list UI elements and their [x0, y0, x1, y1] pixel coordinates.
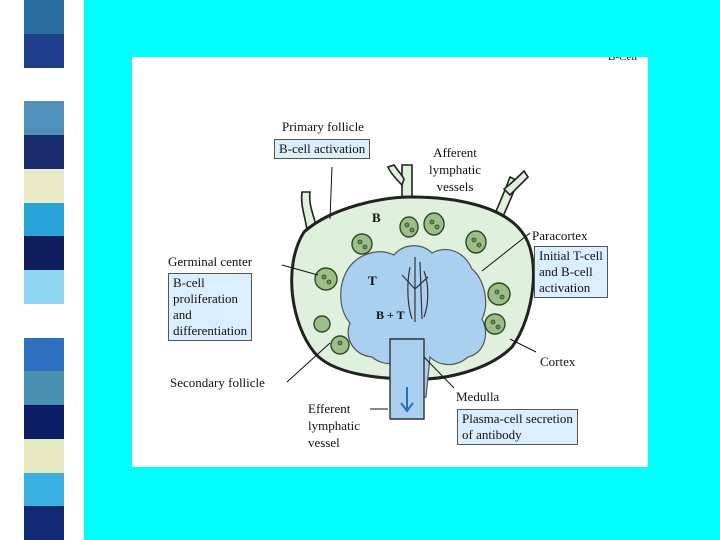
efferent-line: Efferent [308, 401, 351, 416]
follicle [423, 212, 445, 236]
paracortex-box-line: and B-cell [539, 264, 593, 279]
strip-block [24, 303, 64, 338]
paracortex-box-line: Initial T-cell [539, 248, 603, 263]
afferent-line: vessels [436, 179, 474, 194]
medulla-title: Medulla [456, 389, 500, 404]
paracortex-region [340, 245, 487, 400]
secondary-follicle-label: Secondary follicle [170, 375, 265, 390]
lymph-node-figure: B-Cell B T B + T Primary follicle B-cell… [132, 57, 648, 467]
strip-block [24, 67, 64, 102]
efferent-label: Efferent lymphatic vessel [308, 400, 360, 451]
leader-lines [281, 166, 537, 410]
germinal-center-box-line: and [173, 307, 192, 322]
strip-block [24, 101, 64, 136]
medulla-box-line: of antibody [462, 427, 522, 442]
follicle [465, 230, 487, 254]
region-label-bt: B + T [376, 308, 405, 322]
germinal-center-box-line: B-cell [173, 275, 205, 290]
follicle [484, 313, 506, 335]
follicle [399, 216, 419, 238]
follicle [487, 282, 511, 306]
strip-block [24, 135, 64, 169]
strip-block [24, 236, 64, 271]
strip-block [24, 168, 64, 203]
follicle [351, 233, 373, 255]
region-label-t: T [368, 273, 377, 288]
strip-block [24, 33, 64, 68]
germinal-center-title: Germinal center [168, 254, 253, 269]
strip-block [24, 337, 64, 372]
follicle [313, 315, 331, 333]
afferent-line: Afferent [433, 145, 477, 160]
germinal-center-box-line: proliferation [173, 291, 238, 306]
afferent-line: lymphatic [429, 162, 481, 177]
primary-follicle-box: B-cell activation [274, 139, 371, 159]
strip-block [24, 472, 64, 507]
follicle [314, 267, 338, 291]
strip-block [24, 202, 64, 237]
medulla-box: Plasma-cell secretion of antibody [457, 409, 578, 445]
strip-block [24, 506, 64, 540]
paracortex-box-line: activation [539, 280, 591, 295]
afferent-label: Afferent lymphatic vessels [429, 144, 481, 195]
primary-follicle-title: Primary follicle [282, 119, 364, 134]
efferent-line: lymphatic [308, 418, 360, 433]
medulla-box-line: Plasma-cell secretion [462, 411, 573, 426]
strip-block [24, 0, 64, 34]
corner-text: B-Cell [608, 57, 638, 63]
efferent-vessel [389, 338, 425, 420]
region-label-b: B [372, 210, 381, 225]
cortex-label: Cortex [540, 354, 576, 369]
efferent-line: vessel [308, 435, 340, 450]
strip-block [24, 438, 64, 473]
germinal-center-box: B-cell proliferation and differentiation [168, 273, 253, 341]
paracortex-title: Paracortex [532, 228, 588, 243]
outflow-arrow-icon [400, 387, 414, 413]
medullary-strands [401, 257, 429, 322]
paracortex-box: Initial T-cell and B-cell activation [534, 246, 608, 298]
strip-block [24, 371, 64, 406]
lymph-node-diagram [281, 164, 537, 420]
follicles [313, 212, 511, 355]
strip-block [24, 270, 64, 304]
decorative-side-strip [0, 0, 84, 540]
strip-block [24, 405, 64, 439]
germinal-center-box-line: differentiation [173, 323, 248, 338]
primary-follicle-box-line: B-cell activation [279, 141, 366, 156]
